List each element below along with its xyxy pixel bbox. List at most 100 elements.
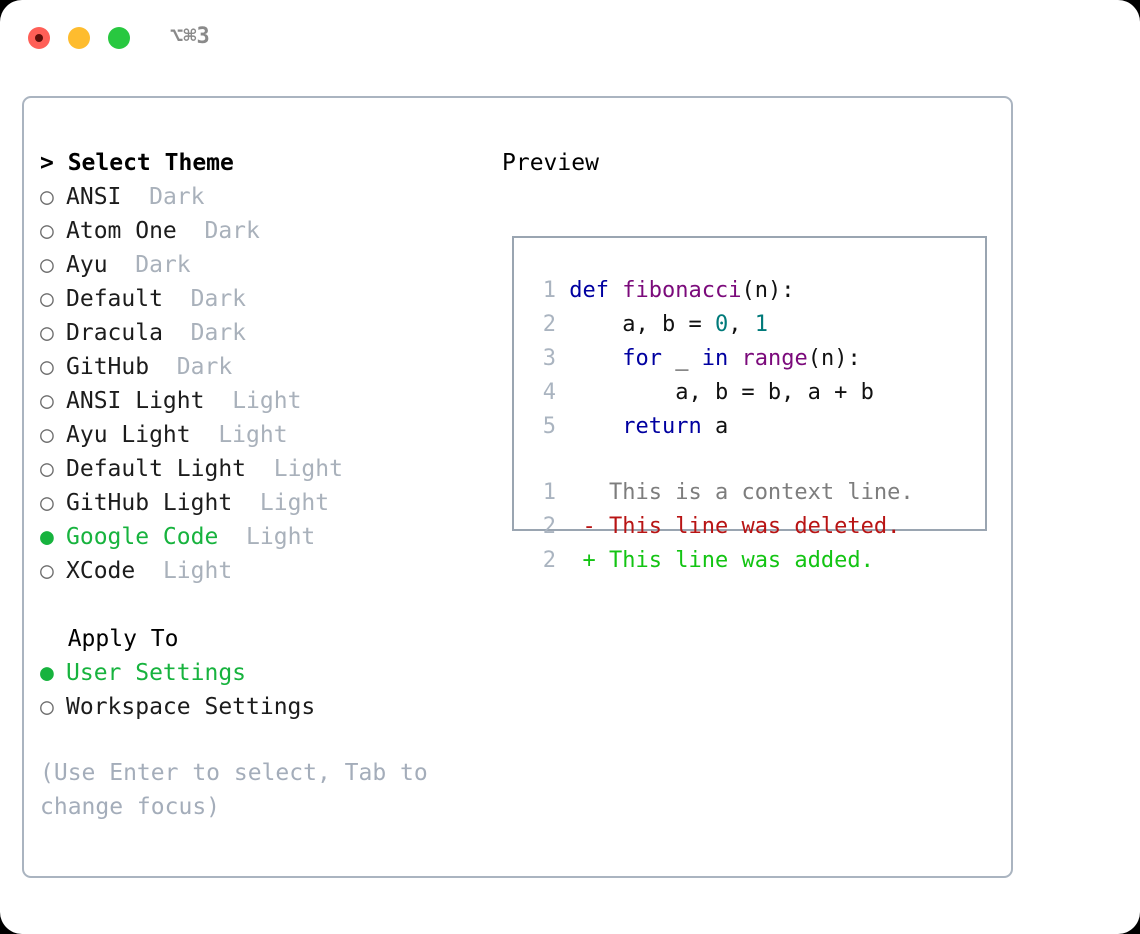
theme-option-tag: Dark bbox=[162, 354, 233, 380]
apply-to-option-label: User Settings bbox=[66, 660, 247, 686]
select-theme-heading: > Select Theme bbox=[40, 150, 234, 176]
radio-unselected-icon: ○ bbox=[40, 184, 54, 210]
theme-option-tag: Dark bbox=[176, 320, 247, 346]
preview-heading: Preview bbox=[502, 150, 599, 176]
radio-unselected-icon: ○ bbox=[40, 558, 54, 584]
radio-unselected-icon: ○ bbox=[40, 218, 54, 244]
code-line: 1 def fibonacci(n): bbox=[526, 274, 979, 308]
theme-option-label: GitHub Light bbox=[66, 490, 233, 516]
line-number: 5 bbox=[542, 414, 556, 439]
theme-option-ansi-light[interactable]: ○ANSI Light Light bbox=[40, 384, 490, 418]
maximize-button[interactable] bbox=[108, 27, 130, 49]
theme-option-ansi[interactable]: ○ ANSI Dark bbox=[40, 180, 490, 214]
diff-line-del: 2 - This line was deleted. bbox=[526, 510, 979, 544]
theme-option-tag: Dark bbox=[176, 286, 247, 312]
minimize-button[interactable] bbox=[68, 27, 90, 49]
theme-option-label: Dracula bbox=[66, 320, 163, 346]
diff-text: This line was deleted. bbox=[595, 514, 901, 539]
line-number: 2 bbox=[542, 548, 556, 573]
diff-marker: - bbox=[582, 514, 596, 539]
code-token-plain bbox=[728, 346, 741, 371]
theme-option-tag: Light bbox=[204, 422, 288, 448]
radio-unselected-icon: ○ bbox=[40, 320, 54, 346]
code-token-kw: in bbox=[701, 346, 729, 371]
theme-option-label: Default bbox=[66, 286, 163, 312]
radio-unselected-icon: ○ bbox=[40, 388, 54, 414]
code-token-fn: fibonacci bbox=[622, 278, 742, 303]
radio-unselected-icon: ○ bbox=[40, 252, 54, 278]
theme-option-default-light[interactable]: ○Default Light Light bbox=[40, 452, 490, 486]
theme-option-github[interactable]: ○ GitHub Dark bbox=[40, 350, 490, 384]
line-number: 1 bbox=[542, 278, 556, 303]
theme-option-tag: Dark bbox=[121, 252, 191, 278]
recording-indicator-icon bbox=[35, 34, 43, 42]
code-token-plain: (n): bbox=[741, 278, 795, 303]
title-bar: ⌥⌘3 bbox=[0, 0, 1140, 78]
radio-unselected-icon: ○ bbox=[40, 286, 54, 312]
theme-option-atom-one[interactable]: ○Atom One Dark bbox=[40, 214, 490, 248]
theme-option-dracula[interactable]: ○ Dracula Dark bbox=[40, 316, 490, 350]
theme-option-label: Google Code bbox=[66, 524, 219, 550]
code-diff-spacer bbox=[526, 444, 979, 476]
content-panel: > Select Theme ○ANSI Dark○Atom One Dark○… bbox=[22, 96, 1013, 878]
diff-text: This is a context line. bbox=[595, 480, 914, 505]
theme-option-tag: Light bbox=[149, 558, 233, 584]
code-token-plain: (n): bbox=[807, 346, 861, 371]
radio-unselected-icon: ○ bbox=[40, 422, 54, 448]
theme-option-xcode[interactable]: ○ XCode Light bbox=[40, 554, 490, 588]
close-button[interactable] bbox=[28, 27, 50, 49]
code-line: 3 for _ in range(n): bbox=[526, 342, 979, 376]
theme-list: ○ ANSI Dark ○ Atom One Dark ○ Ayu Dark ○ Defaul… bbox=[40, 180, 490, 588]
diff-text: This line was added. bbox=[595, 548, 874, 573]
line-number: 3 bbox=[542, 346, 556, 371]
theme-option-github-light[interactable]: ○GitHub Light Light bbox=[40, 486, 490, 520]
code-line: 2 a, b = 0, 1 bbox=[526, 308, 979, 342]
theme-option-ayu-light[interactable]: ○ Ayu Light Light bbox=[40, 418, 490, 452]
code-token-num: 0 bbox=[714, 312, 729, 337]
code-line: 4 a, b = b, a + b bbox=[526, 376, 979, 410]
keyboard-shortcut-label: ⌥⌘3 bbox=[170, 24, 210, 49]
code-token-kw: return bbox=[622, 414, 702, 439]
code-token-plain: _ bbox=[661, 346, 702, 371]
radio-unselected-icon: ○ bbox=[40, 490, 54, 516]
code-token-plain: a, b = bbox=[569, 312, 715, 337]
diff-line-add: 2 + This line was added. bbox=[526, 544, 979, 578]
code-token-plain bbox=[569, 346, 622, 371]
theme-option-label: Atom One bbox=[66, 218, 177, 244]
radio-unselected-icon: ○ bbox=[40, 354, 54, 380]
radio-selected-icon: ● bbox=[40, 524, 54, 550]
radio-selected-icon: ● bbox=[40, 660, 54, 686]
theme-option-google-code[interactable]: ● Google Code Light bbox=[40, 520, 490, 554]
code-token-fn: range bbox=[741, 346, 808, 371]
theme-option-label: ANSI bbox=[66, 184, 122, 210]
code-token-num: 1 bbox=[754, 312, 768, 337]
apply-to-option-user-settings[interactable]: ● User Settings bbox=[40, 656, 490, 690]
diff-line-ctx: 1 This is a context line. bbox=[526, 476, 979, 510]
keyboard-hint-text: (Use Enter to select, Tab to change focu… bbox=[40, 760, 428, 820]
code-token-kw: for bbox=[622, 346, 662, 371]
theme-option-label: Ayu bbox=[66, 252, 108, 278]
code-token-plain: a, b = b, a + b bbox=[569, 380, 874, 405]
theme-option-label: Default Light bbox=[66, 456, 247, 482]
code-token-plain bbox=[569, 414, 622, 439]
line-number: 4 bbox=[542, 380, 556, 405]
theme-option-ayu[interactable]: ○ Ayu Dark bbox=[40, 248, 490, 282]
theme-option-label: GitHub bbox=[66, 354, 150, 380]
radio-unselected-icon: ○ bbox=[40, 456, 54, 482]
diff-marker bbox=[583, 480, 596, 505]
theme-option-label: Ayu Light bbox=[66, 422, 191, 448]
theme-picker-column: > Select Theme ○ANSI Dark○Atom One Dark○… bbox=[40, 146, 490, 724]
apply-to-option-label: Workspace Settings bbox=[66, 694, 316, 720]
list-spacer bbox=[40, 588, 490, 622]
theme-option-tag: Light bbox=[218, 388, 302, 414]
theme-option-tag: Dark bbox=[135, 184, 205, 210]
apply-to-option-workspace-settings[interactable]: ○Workspace Settings bbox=[40, 690, 490, 724]
theme-option-tag: Light bbox=[232, 524, 316, 550]
line-number: 2 bbox=[542, 514, 556, 539]
code-token-plain: a bbox=[701, 414, 729, 439]
theme-option-default[interactable]: ○ Default Dark bbox=[40, 282, 490, 316]
theme-option-label: XCode bbox=[66, 558, 136, 584]
